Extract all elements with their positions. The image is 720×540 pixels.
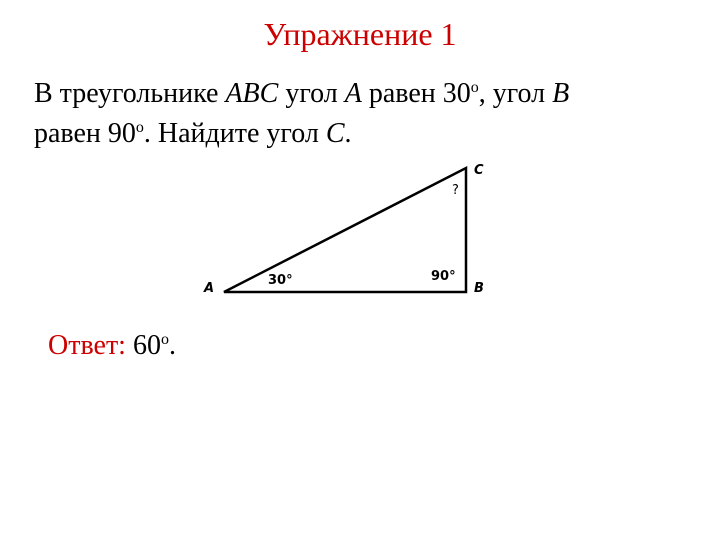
problem-line-2: равен 90о. Найдите угол C. [34, 114, 704, 154]
vertex-c-label: C [474, 163, 484, 178]
degree-mark: о [135, 119, 144, 136]
angle-a-label: 30° [268, 273, 293, 288]
answer-end: . [168, 330, 176, 361]
vertex-b-label: B [474, 281, 484, 296]
triangle-figure: A B C 30° 90° ? [190, 150, 510, 310]
answer-value: 60 [125, 330, 161, 361]
degree-mark: о [160, 331, 169, 348]
problem-line-1: В треугольнике ABC угол A равен 30о, уго… [34, 74, 704, 114]
degree-mark: о [470, 79, 479, 96]
triangle-name: ABC [225, 78, 279, 109]
vertex-a-ref: A [344, 78, 362, 109]
answer-line: Ответ: 60о. [48, 326, 176, 366]
vertex-b-ref: B [552, 78, 570, 109]
answer-label: Ответ: [48, 330, 126, 361]
problem-text: . [344, 118, 352, 149]
problem-text: равен 90 [34, 118, 136, 149]
vertex-a-label: A [203, 281, 214, 296]
problem-text: . Найдите угол [143, 118, 326, 149]
problem-text: равен 30 [361, 78, 471, 109]
problem-text: В треугольнике [34, 78, 226, 109]
triangle-abc [223, 165, 468, 294]
problem-text: , угол [478, 78, 553, 109]
exercise-title: Упражнение 1 [263, 16, 457, 52]
problem-statement: В треугольнике ABC угол A равен 30о, уго… [34, 74, 704, 154]
angle-c-label: ? [452, 183, 459, 198]
vertex-c-ref: C [325, 118, 345, 149]
triangle-diagram: A B C 30° 90° ? [203, 163, 484, 296]
problem-text: угол [278, 78, 345, 109]
angle-b-label: 90° [431, 269, 456, 284]
